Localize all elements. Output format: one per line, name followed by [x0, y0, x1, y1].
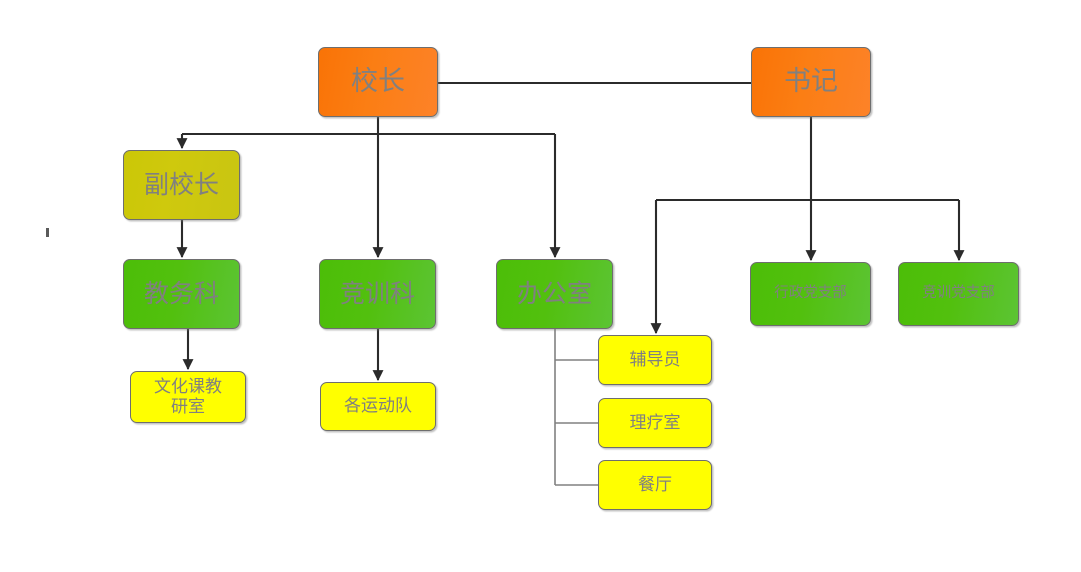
node-admin_party[interactable]: 行政党支部: [750, 262, 871, 326]
node-principal[interactable]: 校长: [318, 47, 438, 117]
artifact-stray-mark: [46, 228, 49, 237]
node-train_party[interactable]: 竞训党支部: [898, 262, 1019, 326]
node-sports_teams[interactable]: 各运动队: [320, 382, 436, 431]
node-office[interactable]: 办公室: [496, 259, 613, 329]
node-culture_room[interactable]: 文化课教 研室: [130, 371, 246, 423]
node-academic[interactable]: 教务科: [123, 259, 240, 329]
node-canteen[interactable]: 餐厅: [598, 460, 712, 510]
node-counselor[interactable]: 辅导员: [598, 335, 712, 385]
node-secretary[interactable]: 书记: [751, 47, 871, 117]
node-vice[interactable]: 副校长: [123, 150, 240, 220]
node-physio[interactable]: 理疗室: [598, 398, 712, 448]
node-training[interactable]: 竞训科: [319, 259, 436, 329]
